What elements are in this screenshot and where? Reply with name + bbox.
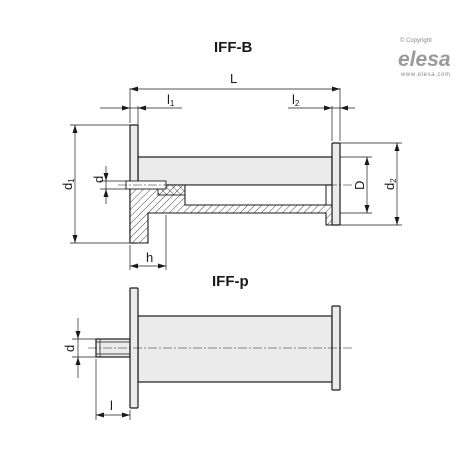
label-L: L <box>230 71 237 86</box>
arrow <box>72 125 78 133</box>
label-d2: d2 <box>382 178 398 190</box>
arrow <box>394 143 400 151</box>
arrow <box>103 173 109 181</box>
arrow <box>364 157 370 165</box>
arrow <box>130 86 138 92</box>
arrow <box>138 105 146 111</box>
arrow <box>122 412 130 418</box>
view-iff-p: IFF-p d l <box>62 273 352 420</box>
arrow <box>96 412 104 418</box>
copyright-text: © Copyright <box>400 37 432 44</box>
arrow <box>75 331 81 339</box>
label-d-top: d <box>91 176 106 183</box>
arrow <box>324 105 332 111</box>
label-l2: l2 <box>292 92 300 108</box>
label-d-bottom: d <box>62 345 77 352</box>
arrow <box>72 235 78 243</box>
arrow <box>394 217 400 225</box>
arrow <box>158 263 166 269</box>
spool-body-p <box>137 315 333 383</box>
spool-body <box>137 156 333 186</box>
right-flange <box>331 142 341 226</box>
label-l1: l1 <box>167 92 175 108</box>
arrow <box>130 263 138 269</box>
section-bore <box>184 184 327 206</box>
brand-logo: © Copyright elesa www.elesa.com <box>398 37 451 78</box>
brand-name: elesa <box>398 48 451 71</box>
arrow <box>332 86 340 92</box>
label-h: h <box>146 250 153 265</box>
label-d1: d1 <box>60 178 76 190</box>
brand-url: www.elesa.com <box>400 72 450 78</box>
arrow <box>340 105 348 111</box>
arrow <box>75 357 81 365</box>
view-iff-b: IFF-B L l1 l2 <box>60 39 402 270</box>
label-l-bottom: l <box>110 398 113 413</box>
title-iff-b: IFF-B <box>214 39 252 56</box>
arrow <box>103 189 109 197</box>
arrow <box>364 205 370 213</box>
title-iff-p: IFF-p <box>212 273 249 290</box>
label-D: D <box>352 181 367 190</box>
arrow <box>122 105 130 111</box>
